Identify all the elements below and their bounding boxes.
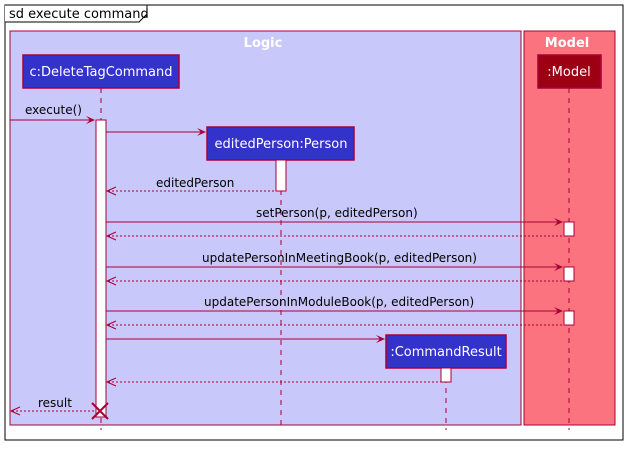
message-return-result-label: result [38, 396, 72, 410]
frame-label: sd execute command [9, 7, 149, 22]
participant-model-label: :Model [547, 65, 590, 80]
participant-model: :Model [537, 54, 602, 89]
message-create-command-result [106, 335, 385, 343]
activation-command-result [440, 367, 452, 383]
participant-command-result-label: :CommandResult [390, 345, 501, 360]
message-update-meeting-book-label: updatePersonInMeetingBook(p, editedPerso… [202, 251, 477, 265]
activation-model-2 [563, 266, 575, 282]
message-create-edited-person [106, 128, 206, 136]
message-update-module-book-return [105, 320, 564, 330]
message-return-edited-person: editedPerson [105, 176, 276, 196]
participant-delete-tag-command-label: c:DeleteTagCommand [29, 65, 172, 80]
activation-model-3 [563, 310, 575, 326]
message-return-edited-person-label: editedPerson [156, 176, 234, 190]
participant-command-result: :CommandResult [385, 334, 507, 369]
destroy-marker-icon [91, 402, 109, 420]
participant-edited-person-label: editedPerson:Person [215, 137, 348, 152]
message-execute: execute() [10, 103, 95, 124]
frame-label-tab [5, 4, 148, 23]
activation-model-1 [563, 221, 575, 237]
message-update-meeting-book-return [105, 276, 564, 286]
logic-box-title: Logic [244, 36, 283, 51]
message-return-result: result [9, 396, 96, 416]
activation-delete-tag-command [95, 119, 107, 418]
message-set-person-return [105, 231, 564, 241]
message-update-meeting-book: updatePersonInMeetingBook(p, editedPerso… [106, 251, 563, 271]
participant-edited-person: editedPerson:Person [206, 126, 355, 161]
message-update-module-book-label: updatePersonInModuleBook(p, editedPerson… [204, 295, 474, 309]
model-box-title: Model [545, 36, 589, 51]
participant-delete-tag-command: c:DeleteTagCommand [22, 54, 180, 89]
message-set-person: setPerson(p, editedPerson) [106, 206, 563, 226]
message-command-result-return [105, 377, 441, 387]
activation-edited-person [275, 159, 287, 192]
message-set-person-label: setPerson(p, editedPerson) [256, 206, 418, 220]
message-update-module-book: updatePersonInModuleBook(p, editedPerson… [106, 295, 563, 315]
message-execute-label: execute() [25, 103, 82, 117]
